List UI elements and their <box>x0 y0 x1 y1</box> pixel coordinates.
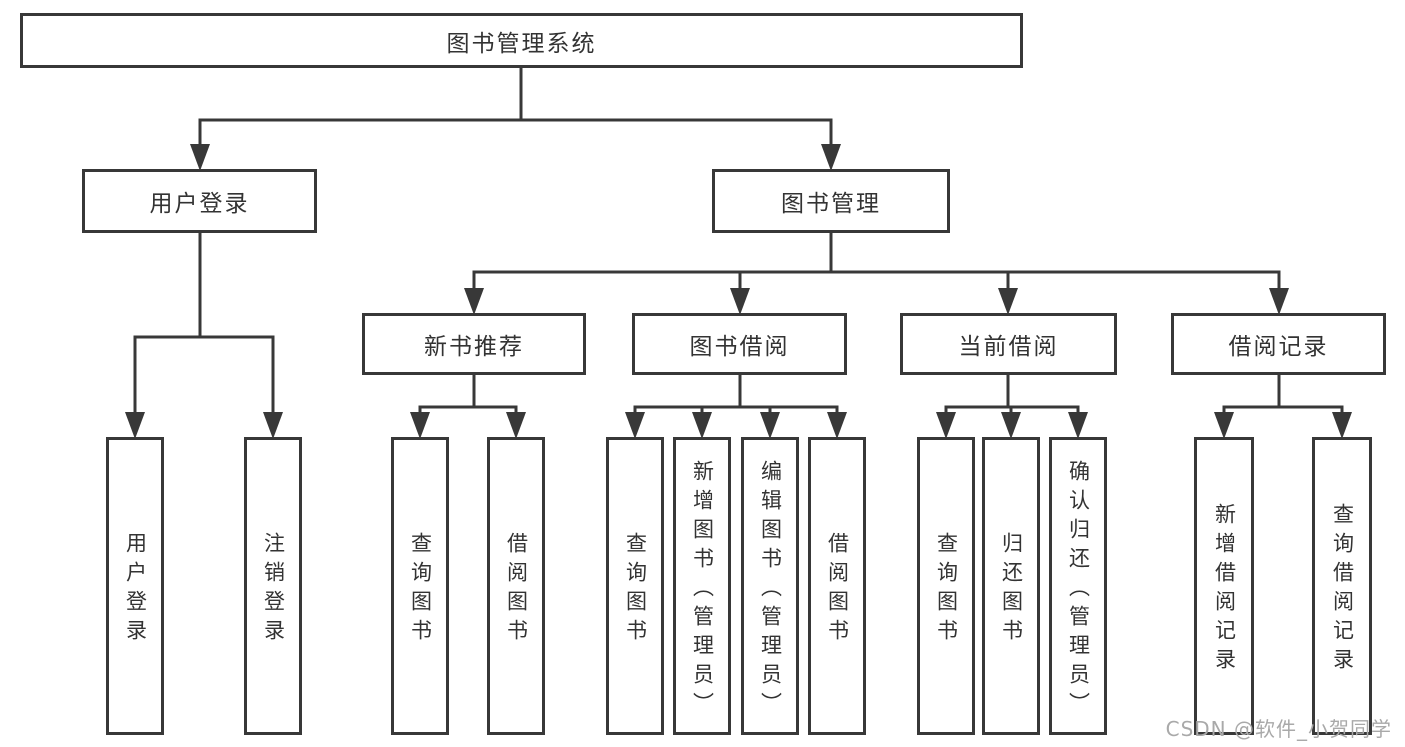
leaf-label: 查询借阅记录 <box>1330 503 1355 677</box>
node-book-borrow: 图书借阅 <box>632 313 847 375</box>
leaf-confirm-return-admin: 确认归还（管理员） <box>1049 437 1107 735</box>
node-label: 图书管理 <box>781 191 881 217</box>
node-label: 当前借阅 <box>958 334 1059 360</box>
leaf-borrow-query-book: 查询图书 <box>606 437 664 735</box>
leaf-label: 查询图书 <box>623 532 648 648</box>
leaf-label: 新增借阅记录 <box>1212 503 1237 677</box>
leaf-label: 借阅图书 <box>504 532 529 648</box>
connector-borrow-record-to-leaves <box>1214 373 1352 439</box>
node-label: 图书管理系统 <box>446 30 597 57</box>
leaf-label: 确认归还（管理员） <box>1066 459 1091 721</box>
leaf-label: 查询图书 <box>408 532 433 648</box>
node-library-management-system: 图书管理系统 <box>20 13 1023 68</box>
leaf-recommend-query-book: 查询图书 <box>391 437 449 735</box>
node-new-book-recommend: 新书推荐 <box>362 313 586 375</box>
leaf-add-borrow-record: 新增借阅记录 <box>1194 437 1254 735</box>
node-book-management: 图书管理 <box>712 169 950 233</box>
leaf-logout: 注销登录 <box>244 437 302 735</box>
leaf-label: 新增图书（管理员） <box>690 459 715 721</box>
node-label: 用户登录 <box>149 191 250 217</box>
node-label: 新书推荐 <box>424 334 524 360</box>
connector-user-login-to-leaves <box>125 231 283 439</box>
leaf-label: 用户登录 <box>123 532 148 648</box>
leaf-return-book: 归还图书 <box>982 437 1040 735</box>
leaf-borrow-borrow-book: 借阅图书 <box>808 437 866 735</box>
leaf-query-borrow-record: 查询借阅记录 <box>1312 437 1372 735</box>
node-label: 借阅记录 <box>1228 334 1329 360</box>
leaf-label: 编辑图书（管理员） <box>758 459 783 721</box>
connector-book-management-to-level3 <box>464 231 1289 315</box>
csdn-watermark: CSDN @软件_小贺同学 <box>1165 717 1392 741</box>
node-borrow-record: 借阅记录 <box>1171 313 1386 375</box>
node-user-login: 用户登录 <box>82 169 317 233</box>
node-label: 图书借阅 <box>689 334 790 360</box>
leaf-user-login: 用户登录 <box>106 437 164 735</box>
leaf-edit-book-admin: 编辑图书（管理员） <box>741 437 799 735</box>
connector-root-to-level2 <box>190 66 841 171</box>
leaf-label: 借阅图书 <box>825 532 850 648</box>
leaf-current-query-book: 查询图书 <box>917 437 975 735</box>
connector-current-borrow-to-leaves <box>936 373 1088 439</box>
connector-new-book-recommend-to-leaves <box>410 373 526 439</box>
leaf-add-book-admin: 新增图书（管理员） <box>673 437 731 735</box>
leaf-recommend-borrow-book: 借阅图书 <box>487 437 545 735</box>
leaf-label: 归还图书 <box>999 532 1024 648</box>
connector-book-borrow-to-leaves <box>625 373 847 439</box>
leaf-label: 查询图书 <box>934 532 959 648</box>
node-current-borrow: 当前借阅 <box>900 313 1117 375</box>
leaf-label: 注销登录 <box>261 532 286 648</box>
